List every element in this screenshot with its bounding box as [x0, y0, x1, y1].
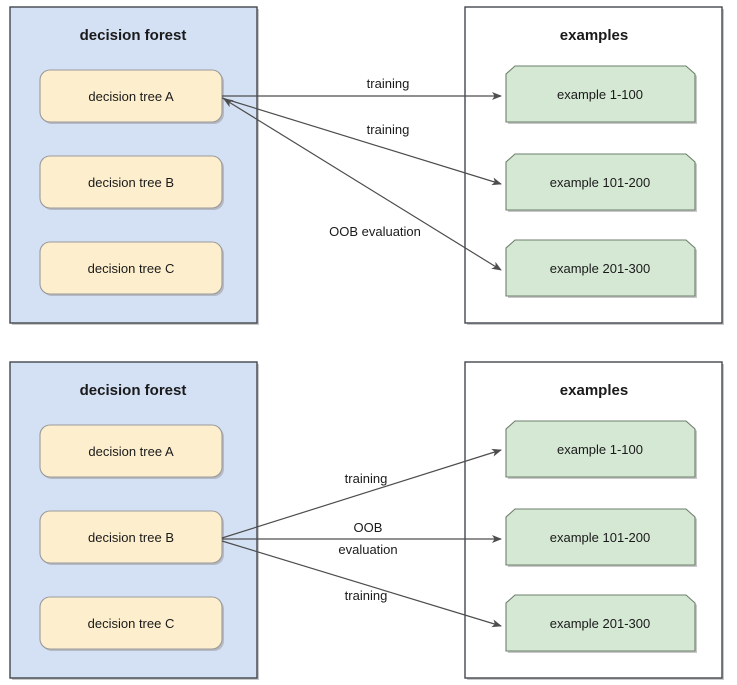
node-decision-tree-c-bottom[interactable]: decision tree C	[39, 596, 224, 651]
edge-label-training-2: training	[367, 122, 410, 137]
node-example-201-300-bottom[interactable]: example 201-300	[505, 594, 697, 653]
edge-line	[223, 98, 502, 271]
edge-training-a-to-ex1: training	[222, 76, 502, 100]
panel-bottom: decision forest decision tree A decision…	[9, 361, 724, 680]
edge-training-b-to-ex1: training	[221, 448, 502, 539]
edge-label-training-1: training	[367, 76, 410, 91]
node-decision-tree-c-top[interactable]: decision tree C	[39, 241, 224, 296]
edge-training-a-to-ex2: training	[221, 97, 502, 186]
edge-label-oob-evaluation: OOB evaluation	[329, 224, 421, 239]
node-label-example-2: example 101-200	[550, 530, 650, 545]
edge-line	[221, 540, 502, 628]
node-body[interactable]	[39, 596, 223, 650]
group-title-decision-forest: decision forest	[80, 27, 187, 44]
node-body[interactable]	[39, 155, 223, 209]
edge-label-training-1: training	[345, 471, 388, 486]
edge-line	[221, 97, 502, 186]
node-label-example-3: example 201-300	[550, 616, 650, 631]
edge-oob-b-to-ex2: OOB evaluation	[222, 520, 502, 557]
node-decision-tree-a-bottom[interactable]: decision tree A	[39, 424, 224, 479]
node-example-101-200-top[interactable]: example 101-200	[505, 153, 697, 212]
node-body[interactable]	[39, 241, 223, 295]
panel-top: decision forest decision tree A decision…	[9, 6, 724, 325]
node-body[interactable]	[505, 65, 696, 123]
node-label-example-1: example 1-100	[557, 87, 643, 102]
node-body[interactable]	[39, 424, 223, 478]
edge-training-b-to-ex3: training	[221, 540, 502, 628]
group-title-decision-forest: decision forest	[80, 382, 187, 399]
node-example-201-300-top[interactable]: example 201-300	[505, 239, 697, 298]
edge-oob-a-to-ex3: OOB evaluation	[223, 98, 502, 271]
node-body[interactable]	[505, 153, 696, 211]
node-label-tree-b: decision tree B	[88, 175, 174, 190]
node-label-tree-a: decision tree A	[88, 89, 174, 104]
node-body[interactable]	[505, 420, 696, 478]
group-title-examples: examples	[560, 382, 628, 399]
edge-label-oob-line2: evaluation	[338, 542, 397, 557]
node-body[interactable]	[505, 239, 696, 297]
node-example-1-100-bottom[interactable]: example 1-100	[505, 420, 697, 479]
node-example-1-100-top[interactable]: example 1-100	[505, 65, 697, 124]
edge-line	[221, 448, 502, 539]
node-label-example-1: example 1-100	[557, 442, 643, 457]
node-label-tree-c: decision tree C	[88, 261, 175, 276]
node-label-example-3: example 201-300	[550, 261, 650, 276]
node-label-tree-b: decision tree B	[88, 530, 174, 545]
node-body[interactable]	[505, 508, 696, 566]
node-label-tree-a: decision tree A	[88, 444, 174, 459]
group-title-examples: examples	[560, 27, 628, 44]
node-decision-tree-b-bottom[interactable]: decision tree B	[39, 510, 224, 565]
node-decision-tree-b-top[interactable]: decision tree B	[39, 155, 224, 210]
node-body[interactable]	[505, 594, 696, 652]
node-body[interactable]	[39, 510, 223, 564]
edge-label-oob-line1: OOB	[354, 520, 383, 535]
node-example-101-200-bottom[interactable]: example 101-200	[505, 508, 697, 567]
edge-label-training-2: training	[345, 588, 388, 603]
node-label-tree-c: decision tree C	[88, 616, 175, 631]
node-label-example-2: example 101-200	[550, 175, 650, 190]
node-decision-tree-a-top[interactable]: decision tree A	[39, 69, 224, 124]
